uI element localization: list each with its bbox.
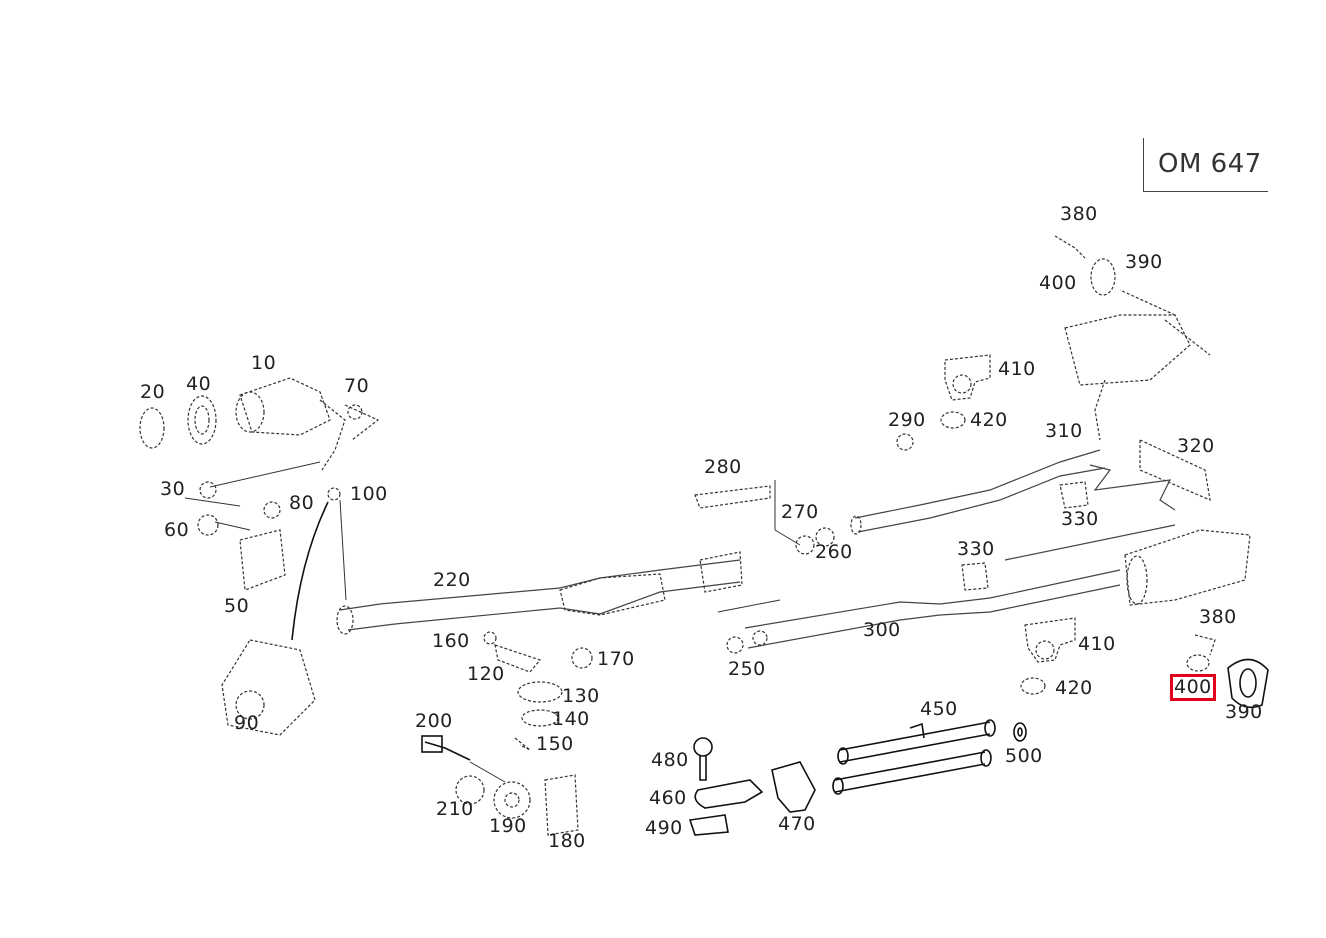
callout-60: 60 xyxy=(164,519,190,541)
callout-410-lower: 410 xyxy=(1078,633,1116,655)
engine-code-label: OM 647 xyxy=(1158,149,1262,179)
front-components xyxy=(139,377,380,736)
callout-140: 140 xyxy=(552,708,590,730)
callout-10: 10 xyxy=(251,352,277,374)
callout-20: 20 xyxy=(140,381,166,403)
callout-40: 40 xyxy=(186,373,212,395)
callout-420-lower: 420 xyxy=(1055,677,1093,699)
accessory-parts xyxy=(688,658,1269,836)
callout-260: 260 xyxy=(815,541,853,563)
callout-490: 490 xyxy=(645,817,683,839)
callout-190: 190 xyxy=(489,815,527,837)
engine-code-box: OM 647 xyxy=(1143,138,1268,192)
callout-450: 450 xyxy=(920,698,958,720)
callout-410-upper: 410 xyxy=(998,358,1036,380)
callout-480: 480 xyxy=(651,749,689,771)
callout-400-highlighted[interactable]: 400 xyxy=(1170,674,1216,701)
callout-330-lower: 330 xyxy=(957,538,995,560)
callout-390-lower: 390 xyxy=(1225,701,1263,723)
callout-220: 220 xyxy=(433,569,471,591)
callout-380-upper: 380 xyxy=(1060,203,1098,225)
callout-470: 470 xyxy=(778,813,816,835)
callout-420-upper: 420 xyxy=(970,409,1008,431)
callout-380-lower: 380 xyxy=(1199,606,1237,628)
callout-280: 280 xyxy=(704,456,742,478)
hangers xyxy=(940,354,1089,695)
middle-pipes xyxy=(694,433,1121,654)
callout-500: 500 xyxy=(1005,745,1043,767)
callout-30: 30 xyxy=(160,478,186,500)
callout-460: 460 xyxy=(649,787,687,809)
callout-70: 70 xyxy=(344,375,370,397)
callout-150: 150 xyxy=(536,733,574,755)
rear-mufflers xyxy=(1004,235,1251,672)
callout-330-upper: 330 xyxy=(1061,508,1099,530)
callout-130: 130 xyxy=(562,685,600,707)
callout-210: 210 xyxy=(436,798,474,820)
callout-120: 120 xyxy=(467,663,505,685)
callout-300: 300 xyxy=(863,619,901,641)
clamp-parts xyxy=(421,631,593,836)
callout-90: 90 xyxy=(234,712,260,734)
callout-320: 320 xyxy=(1177,435,1215,457)
callout-310: 310 xyxy=(1045,420,1083,442)
callout-100: 100 xyxy=(350,483,388,505)
callout-270: 270 xyxy=(781,501,819,523)
callout-250: 250 xyxy=(728,658,766,680)
front-pipe xyxy=(336,551,743,635)
callout-200: 200 xyxy=(415,710,453,732)
callout-180: 180 xyxy=(548,830,586,852)
callout-290: 290 xyxy=(888,409,926,431)
callout-400-upper: 400 xyxy=(1039,272,1077,294)
callout-160: 160 xyxy=(432,630,470,652)
callout-170: 170 xyxy=(597,648,635,670)
callout-390-upper: 390 xyxy=(1125,251,1163,273)
callout-50: 50 xyxy=(224,595,250,617)
callout-80: 80 xyxy=(289,492,315,514)
